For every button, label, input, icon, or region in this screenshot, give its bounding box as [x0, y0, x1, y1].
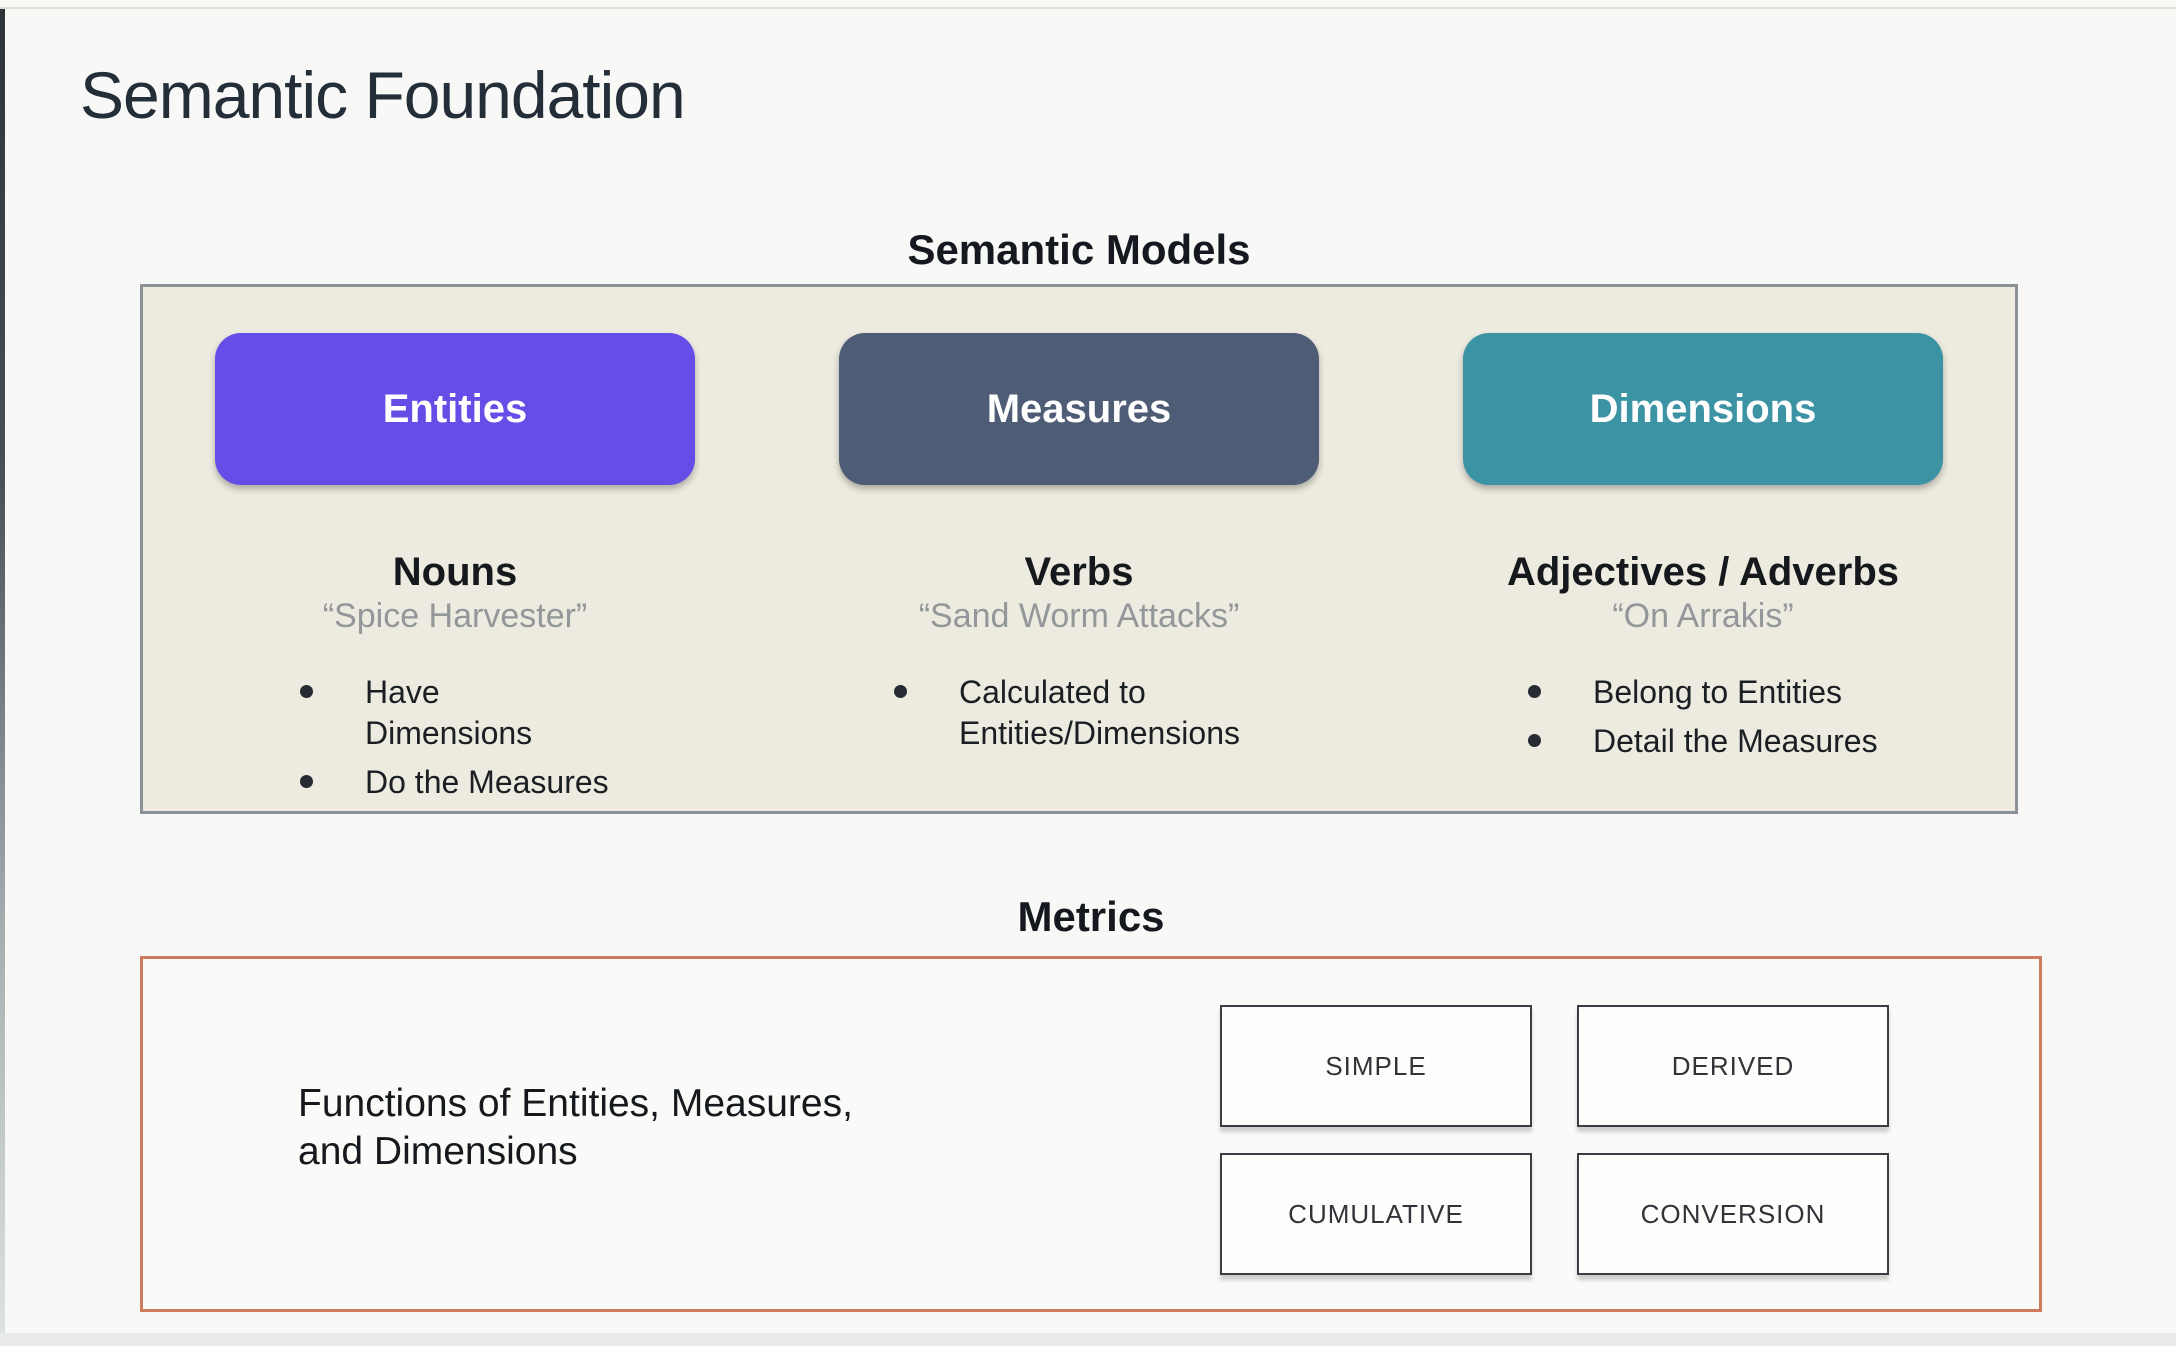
measures-quote: “Sand Worm Attacks”: [918, 597, 1240, 635]
metrics-description: Functions of Entities, Measures, and Dim…: [298, 1080, 853, 1175]
metric-type-simple: SIMPLE: [1220, 1005, 1532, 1127]
metrics-description-line-1: Functions of Entities, Measures,: [298, 1082, 853, 1125]
entities-pill: Entities: [215, 333, 695, 485]
entities-bullet-list: Have Dimensions Do the Measures: [300, 672, 610, 803]
list-item: Have Dimensions: [300, 672, 610, 754]
semantic-models-heading: Semantic Models: [907, 226, 1251, 273]
measures-header: Verbs: [1024, 550, 1134, 594]
measures-column: Measures Verbs “Sand Worm Attacks” Calcu…: [767, 287, 1391, 811]
entities-column: Entities Nouns “Spice Harvester” Have Di…: [143, 287, 767, 811]
bullet-icon: [894, 685, 907, 698]
measures-pill: Measures: [839, 333, 1319, 485]
entities-quote: “Spice Harvester”: [322, 597, 588, 635]
dimensions-column: Dimensions Adjectives / Adverbs “On Arra…: [1391, 287, 2015, 811]
bullet-label: Belong to Entities: [1593, 674, 1843, 710]
slide-title: Semantic Foundation: [80, 58, 686, 132]
dimensions-header: Adjectives / Adverbs: [1506, 550, 1899, 594]
entities-header: Nouns: [392, 550, 518, 594]
list-item: Calculated to Entities/Dimensions: [894, 672, 1264, 754]
list-item: Detail the Measures: [1528, 721, 1878, 762]
measures-bullet-list: Calculated to Entities/Dimensions: [894, 672, 1264, 754]
metric-type-derived: DERIVED: [1577, 1005, 1889, 1127]
metric-types-grid: SIMPLE DERIVED CUMULATIVE CONVERSION: [1220, 1005, 1889, 1275]
bullet-icon: [300, 685, 313, 698]
metric-type-cumulative: CUMULATIVE: [1220, 1153, 1532, 1275]
window-left-edge: [0, 9, 5, 1346]
metrics-description-line-2: and Dimensions: [298, 1129, 578, 1173]
bullet-label: Do the Measures: [365, 763, 609, 800]
list-item: Belong to Entities: [1528, 672, 1878, 713]
bullet-label: Calculated to Entities/Dimensions: [959, 674, 1240, 751]
list-item: Do the Measures: [300, 762, 610, 803]
bullet-icon: [1528, 733, 1541, 747]
bullet-label: Detail the Measures: [1593, 722, 1878, 759]
metric-type-conversion: CONVERSION: [1577, 1153, 1889, 1275]
bullet-icon: [300, 774, 313, 788]
dimensions-bullet-list: Belong to Entities Detail the Measures: [1528, 672, 1878, 762]
dimensions-pill: Dimensions: [1463, 333, 1943, 485]
window-top-edge: [0, 7, 2176, 9]
metrics-heading: Metrics: [1017, 893, 1165, 940]
semantic-models-panel: Entities Nouns “Spice Harvester” Have Di…: [140, 284, 2018, 814]
bullet-label: Have Dimensions: [365, 674, 533, 751]
metrics-panel: Functions of Entities, Measures, and Dim…: [140, 956, 2042, 1312]
dimensions-quote: “On Arrakis”: [1612, 597, 1794, 635]
bullet-icon: [1528, 685, 1541, 698]
window-bottom-edge: [0, 1333, 2176, 1346]
